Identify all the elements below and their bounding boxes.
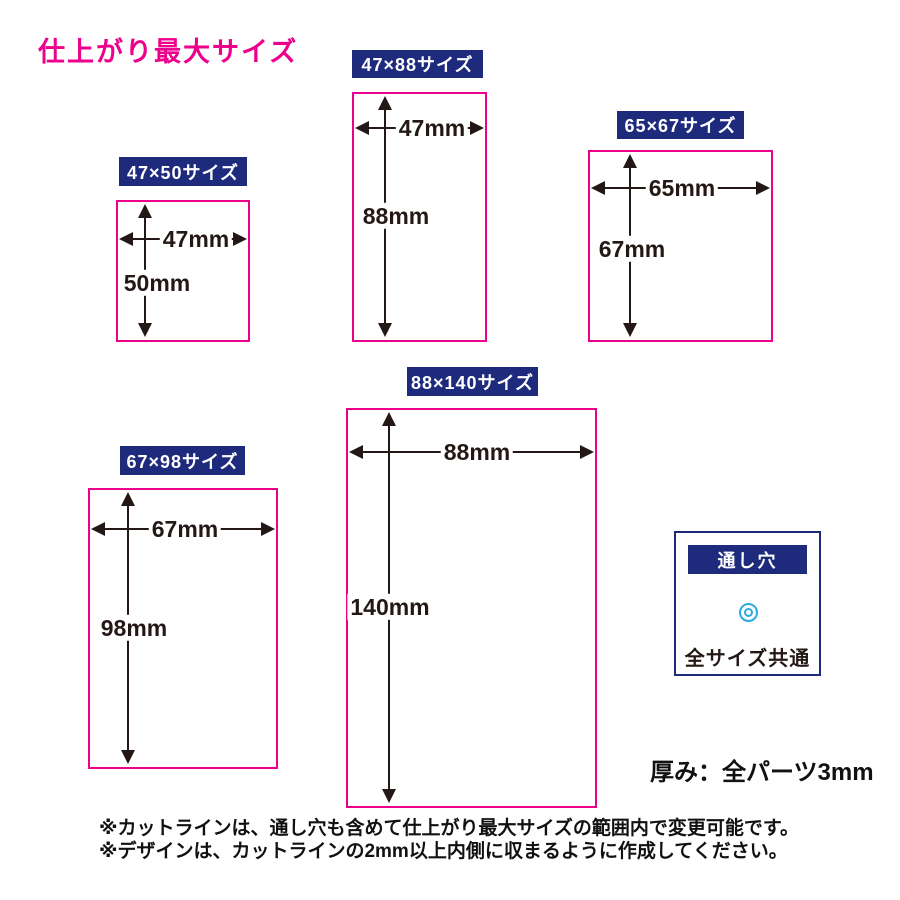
note-line-2: ※デザインは、カットラインの2mm以上内側に収まるように作成してください。: [99, 841, 788, 862]
hole-caption: 全サイズ共通: [684, 648, 811, 670]
cutline-rect-67x98: 67mm 98mm: [88, 488, 278, 769]
cutline-rect-65x67: 65mm 67mm: [588, 150, 773, 342]
thickness-note: 厚み：全パーツ3mm: [650, 759, 874, 786]
cutline-rect-47x88: 47mm 88mm: [352, 92, 487, 342]
cutline-rect-88x140: 88mm 140mm: [346, 408, 597, 808]
through-hole-panel: 通し穴 全サイズ共通: [674, 531, 821, 676]
page-title: 仕上がり最大サイズ: [38, 37, 299, 67]
size-badge-65x67: 65×67サイズ: [617, 111, 744, 139]
width-value: 88mm: [440, 438, 514, 466]
size-badge-47x88: 47×88サイズ: [352, 50, 483, 78]
through-hole-icon: [739, 603, 758, 622]
width-value: 47mm: [395, 114, 469, 142]
through-hole-badge: 通し穴: [688, 545, 807, 574]
height-value: 140mm: [347, 593, 433, 621]
height-value: 67mm: [595, 235, 669, 263]
footer-notes: ※カットラインは、通し穴も含めて仕上がり最大サイズの範囲内で変更可能です。 ※デ…: [99, 817, 799, 863]
width-value: 47mm: [159, 225, 233, 253]
width-value: 65mm: [645, 174, 719, 202]
cutline-rect-47x50: 47mm 50mm: [116, 200, 250, 342]
note-line-1: ※カットラインは、通し穴も含めて仕上がり最大サイズの範囲内で変更可能です。: [99, 818, 800, 839]
size-badge-67x98: 67×98サイズ: [120, 446, 245, 475]
height-value: 98mm: [97, 614, 171, 642]
size-badge-88x140: 88×140サイズ: [407, 367, 538, 396]
height-value: 50mm: [120, 269, 194, 297]
width-value: 67mm: [148, 515, 222, 543]
through-hole-icon-inner: [744, 608, 753, 617]
height-value: 88mm: [359, 202, 433, 230]
size-badge-47x50: 47×50サイズ: [119, 157, 247, 186]
